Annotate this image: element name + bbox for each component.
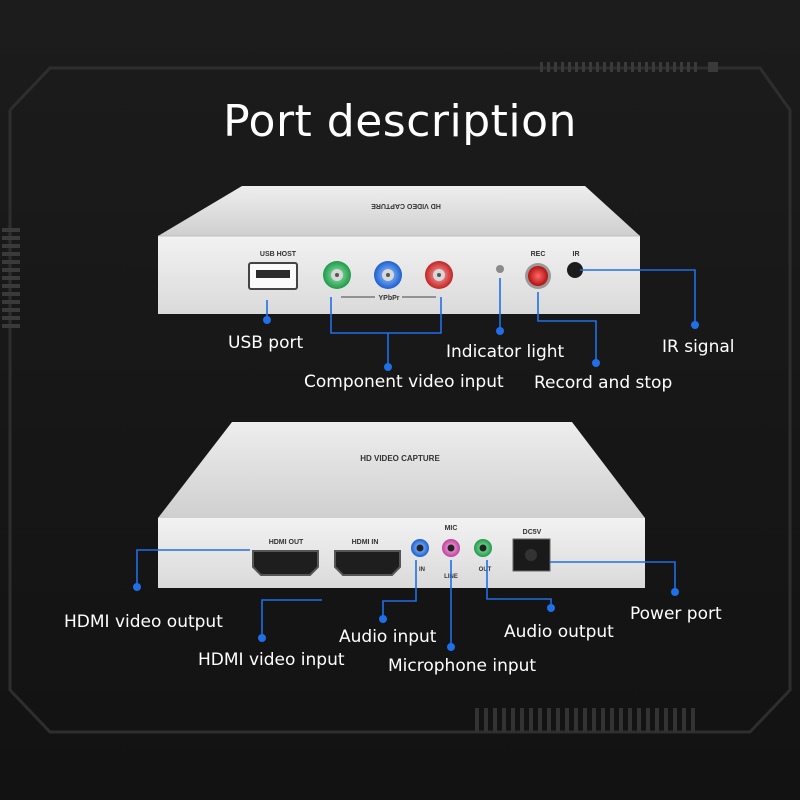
audio-input-label: Audio input	[339, 627, 437, 647]
callout-lines	[136, 269, 696, 647]
usb-host-label: USB HOST	[260, 251, 297, 258]
page-title: Port description	[223, 96, 577, 147]
indicator-light-label: Indicator light	[446, 342, 565, 362]
frame-stripes-bottom	[475, 708, 695, 732]
dc-label: DC5V	[523, 529, 542, 536]
hdmi-in-port	[334, 550, 401, 576]
audio-output-label: Audio output	[504, 622, 614, 642]
component-video-input-label: Component video input	[304, 372, 504, 392]
indicator-led	[496, 265, 504, 273]
device-bottom: HD VIDEO CAPTURE HDMI OUT HDMI IN MIC IN…	[158, 422, 645, 588]
rec-button	[528, 266, 548, 286]
rec-label: REC	[531, 251, 546, 258]
line-out-label: OUT	[479, 567, 492, 573]
hdmi-video-input-label: HDMI video input	[198, 650, 345, 670]
microphone-input-label: Microphone input	[388, 656, 537, 676]
power-port-label: Power port	[630, 604, 722, 624]
callout-dots	[133, 316, 699, 651]
device-bottom-lid	[158, 422, 645, 518]
device-bottom-face	[158, 518, 645, 588]
hdmi-in-label: HDMI IN	[352, 539, 379, 546]
mic-label: MIC	[445, 525, 458, 532]
hdmi-out-port	[252, 550, 319, 576]
device-top-brand: HD VIDEO CAPTURE	[371, 202, 441, 209]
ir-label: IR	[573, 251, 580, 258]
hdmi-video-output-label: HDMI video output	[64, 612, 223, 632]
line-in-label: IN	[419, 567, 425, 573]
ir-signal-label: IR signal	[662, 337, 735, 357]
usb-port-label: USB port	[228, 333, 304, 353]
component-label: YPbPr	[378, 295, 399, 302]
hdmi-out-label: HDMI OUT	[269, 539, 304, 546]
device-bottom-brand: HD VIDEO CAPTURE	[360, 454, 440, 463]
frame-stripes-top	[540, 62, 718, 72]
record-and-stop-label: Record and stop	[534, 373, 673, 393]
ir-sensor	[567, 262, 583, 278]
frame-outline	[8, 66, 792, 734]
device-top-lid	[158, 186, 640, 236]
device-top: HD VIDEO CAPTURE USB HOST YPbPr REC IR	[158, 186, 640, 314]
frame-stripes-left	[2, 228, 20, 328]
